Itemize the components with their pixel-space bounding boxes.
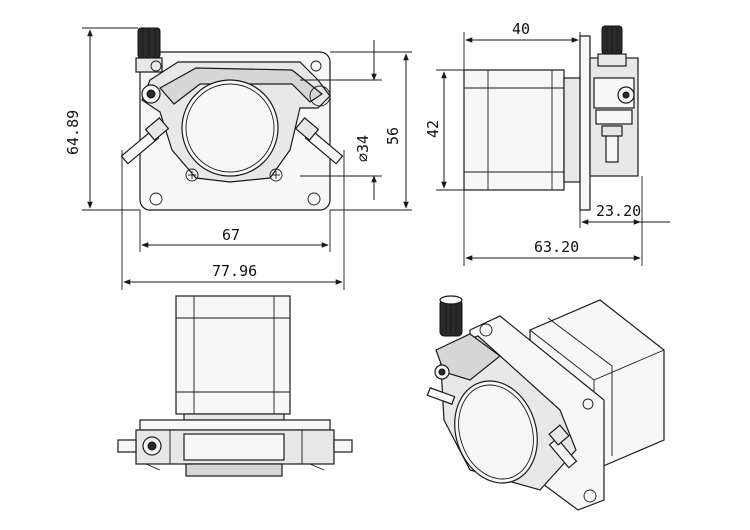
- dim-side-motor-height-label: 42: [424, 120, 442, 138]
- dim-front-height-label: 64.89: [64, 110, 82, 155]
- dim-front-outer-width-label: 77.96: [212, 262, 257, 280]
- isometric-view: [426, 295, 665, 511]
- side-mount-plate: [579, 35, 591, 211]
- iso-tube-fitting-left-icon: [426, 387, 456, 405]
- front-mount-hole: [307, 192, 321, 206]
- bottom-tube-fitting-right-icon: [333, 439, 353, 453]
- dim-front-inner-width-label: 67: [222, 226, 240, 244]
- bottom-rotor-cover: [185, 463, 283, 477]
- front-mount-hole: [150, 60, 162, 72]
- front-clamp-arm: [159, 67, 324, 105]
- front-dimensions: 64.89 ∅34 56 67 77.96: [64, 27, 412, 290]
- dim-side-pump-depth-label: 23.20: [596, 202, 641, 220]
- front-view: [120, 27, 344, 211]
- side-view: [463, 25, 639, 211]
- side-dimensions: 40 42 23.20 63.20: [424, 20, 670, 266]
- bottom-motor-body: [175, 295, 291, 415]
- bottom-mount-plate: [139, 419, 331, 431]
- front-mount-hole: [310, 60, 322, 72]
- front-rotor-icon: [181, 79, 279, 177]
- dim-mount-height-label: 56: [384, 127, 402, 145]
- dim-rotor-diameter-label: ∅34: [354, 135, 372, 162]
- front-screw-icon: [269, 168, 283, 182]
- front-knob-base: [135, 57, 163, 73]
- front-rotor-inner: [185, 83, 275, 173]
- bottom-view: [117, 295, 353, 477]
- iso-rotor-icon: [454, 380, 538, 484]
- side-motor-flange: [563, 77, 581, 183]
- front-mount-hole: [149, 192, 163, 206]
- dim-side-total-depth-label: 63.20: [534, 238, 579, 256]
- bottom-tube-fitting-left-icon: [117, 439, 137, 453]
- side-knob-base: [597, 53, 627, 67]
- front-tube-fitting-right-icon: [294, 117, 344, 165]
- iso-tube-fitting-right-icon: [548, 424, 578, 469]
- front-tube-fitting-left-icon: [120, 117, 170, 165]
- side-shaft: [595, 109, 633, 125]
- front-arm-pivot: [309, 85, 331, 107]
- dim-side-motor-depth-label: 40: [512, 20, 530, 38]
- front-screw-icon: [185, 168, 199, 182]
